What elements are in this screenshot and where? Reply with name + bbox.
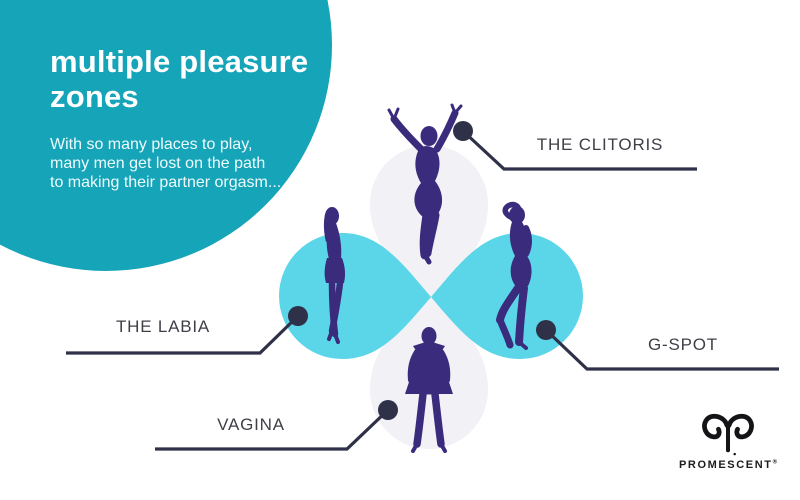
callout-dot-gspot xyxy=(536,320,556,340)
dancer-silhouette-bottom xyxy=(405,327,453,453)
brand-logo: PROMESCENT® xyxy=(662,412,794,471)
callout-dot-vagina xyxy=(378,400,398,420)
callout-dot-clitoris xyxy=(453,121,473,141)
brand-name: PROMESCENT® xyxy=(662,459,794,471)
subtitle-line-3: to making their partner orgasm... xyxy=(50,174,282,191)
dancer-silhouette-top xyxy=(387,103,463,265)
subtitle-line-2: many men get lost on the path xyxy=(50,155,266,172)
ram-horns-icon xyxy=(702,413,754,456)
label-the-labia: THE LABIA xyxy=(115,317,211,336)
callout-dot-labia xyxy=(288,306,308,326)
dancer-silhouette-right xyxy=(496,201,532,350)
callout-line-labia xyxy=(66,314,300,355)
page-title: multiple pleasure zones xyxy=(50,44,350,114)
callout-line-clitoris xyxy=(461,129,697,171)
dancer-silhouette-left xyxy=(323,207,346,344)
title-line-2: zones xyxy=(50,79,139,114)
page-subtitle: With so many places to play, many men ge… xyxy=(50,135,310,192)
subtitle-line-1: With so many places to play, xyxy=(50,136,253,153)
registered-mark: ® xyxy=(772,459,778,466)
title-line-1: multiple pleasure xyxy=(50,44,309,79)
label-g-spot: G-SPOT xyxy=(648,335,718,354)
petal-left xyxy=(279,233,431,359)
brand-name-text: PROMESCENT xyxy=(678,459,773,471)
callout-line-gspot xyxy=(544,328,779,371)
label-vagina: VAGINA xyxy=(217,415,285,434)
callout-line-vagina xyxy=(155,408,390,451)
label-the-clitoris: THE CLITORIS xyxy=(536,135,664,154)
